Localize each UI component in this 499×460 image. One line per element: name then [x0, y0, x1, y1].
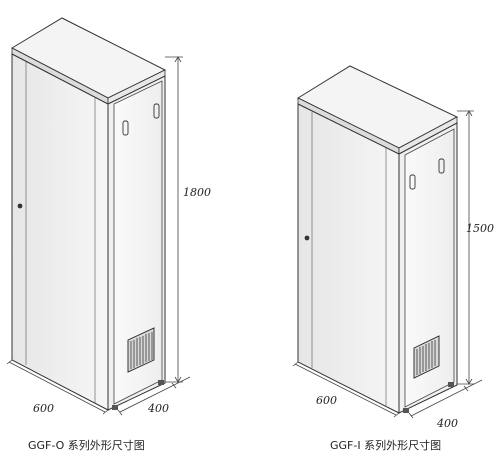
side-lock-icon	[17, 203, 23, 209]
vent-grille-icon	[413, 335, 440, 379]
door-handle-icon	[409, 174, 416, 190]
vent-grille-icon	[127, 327, 155, 373]
width-label: 600	[316, 394, 337, 407]
cabinet-top	[10, 17, 167, 105]
height-label: 1500	[466, 222, 494, 235]
depth-dimension-line	[117, 376, 191, 416]
door-handle-icon	[438, 158, 445, 174]
width-dimension-line	[292, 361, 400, 418]
door-handle-icon	[122, 120, 129, 136]
height-label: 1800	[183, 186, 211, 199]
depth-label: 400	[436, 417, 458, 430]
cabinet-foot	[403, 408, 409, 413]
cabinet-foot	[448, 382, 454, 387]
cabinet-foot	[158, 380, 164, 385]
height-dimension-line	[165, 56, 183, 383]
door-handle-icon	[153, 103, 160, 119]
side-lock-icon	[304, 235, 310, 241]
cabinet-side-panel	[11, 53, 109, 411]
depth-label: 400	[147, 402, 169, 415]
figure-caption: GGF-I 系列外形尺寸图	[330, 438, 441, 452]
cabinet-top	[296, 65, 459, 155]
cabinet-ggf-o: 1800 600 400 GGF-O 系列外形尺寸图	[6, 17, 211, 452]
figure-caption: GGF-O 系列外形尺寸图	[28, 438, 145, 452]
height-dimension-line	[457, 110, 474, 385]
cabinet-side-panel	[297, 103, 400, 414]
width-dimension-line	[6, 359, 109, 415]
width-label: 600	[33, 402, 54, 415]
cabinet-foot	[112, 405, 118, 410]
depth-dimension-line	[408, 379, 483, 419]
cabinet-ggf-i: 1500 600 400 GGF-I 系列外形尺寸图	[292, 65, 494, 452]
